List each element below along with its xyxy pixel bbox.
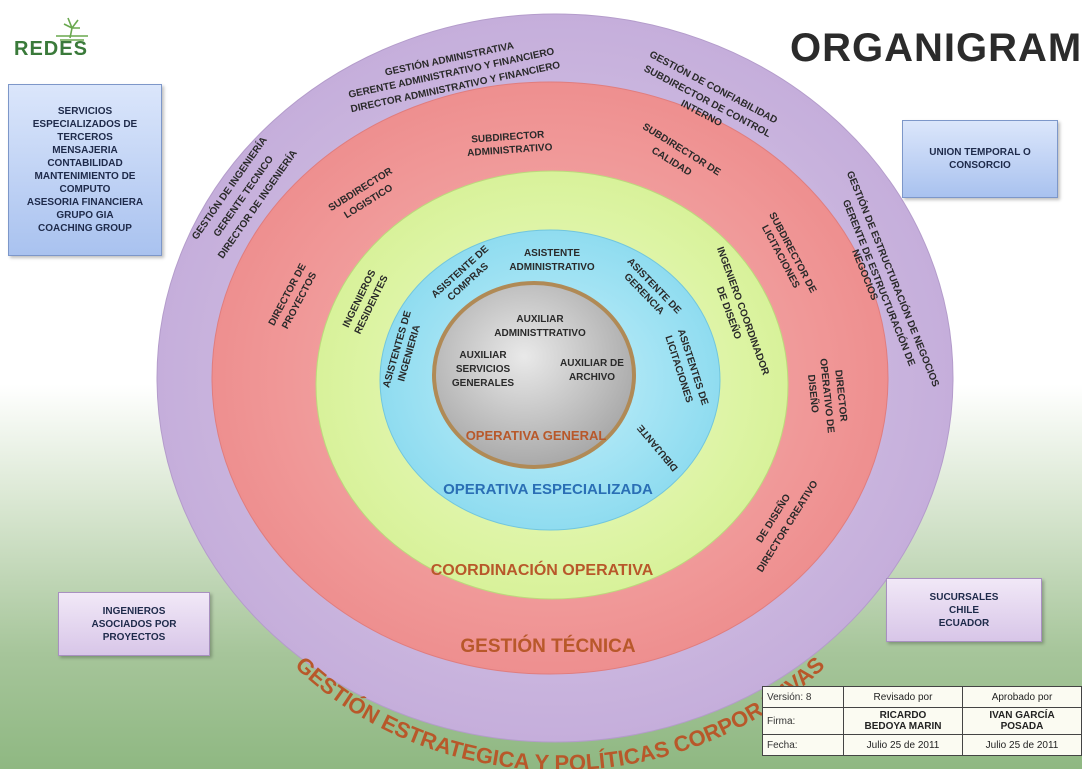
ring-label-especializada: OPERATIVA ESPECIALIZADA (443, 481, 653, 498)
svg-text:ADMINISTTRATIVO: ADMINISTTRATIVO (494, 328, 586, 339)
svg-text:GENERALES: GENERALES (452, 378, 515, 389)
auxiliar-servicios-label: AUXILIAR SERVICIOS GENERALES (452, 350, 515, 389)
union-temporal-box: UNION TEMPORAL O CONSORCIO (902, 120, 1058, 198)
aprobado-name: IVAN GARCÍA POSADA (962, 707, 1082, 735)
revisado-name: RICARDO BEDOYA MARIN (843, 707, 963, 735)
aprobado-header: Aprobado por (962, 686, 1082, 708)
svg-text:AUXILIAR: AUXILIAR (459, 350, 507, 361)
sig-row-header: Versión: 8 Revisado por Aprobado por (762, 686, 1082, 708)
revisado-fecha: Julio 25 de 2011 (843, 734, 963, 756)
page-title: ORGANIGRAMA (790, 26, 1082, 70)
version-cell: Versión: 8 (762, 686, 844, 708)
svg-text:AUXILIAR: AUXILIAR (516, 314, 564, 325)
svg-text:ASISTENTE: ASISTENTE (524, 248, 580, 259)
logo-text: REDES (14, 38, 88, 60)
redes-logo (56, 17, 88, 41)
servicios-box: SERVICIOS ESPECIALIZADOS DE TERCEROS MEN… (8, 84, 162, 256)
sig-row-firma: Firma: RICARDO BEDOYA MARIN IVAN GARCÍA … (762, 707, 1082, 735)
svg-text:SUBDIRECTOR: SUBDIRECTOR (471, 129, 546, 145)
svg-text:ARCHIVO: ARCHIVO (569, 372, 615, 383)
sucursales-box: SUCURSALES CHILE ECUADOR (886, 578, 1042, 642)
ring-label-coordinacion: COORDINACIÓN OPERATIVA (431, 560, 654, 579)
svg-text:AUXILIAR DE: AUXILIAR DE (560, 358, 624, 369)
ring-label-tecnica: GESTIÓN TÉCNICA (460, 635, 636, 657)
asistente-administrativo-label: ASISTENTE ADMINISTRATIVO (509, 248, 595, 273)
ring-label-general: OPERATIVA GENERAL (466, 428, 607, 443)
auxiliar-administrativo-label: AUXILIAR ADMINISTTRATIVO (494, 314, 586, 339)
svg-text:ADMINISTRATIVO: ADMINISTRATIVO (509, 262, 595, 273)
svg-text:DIRECTOR: DIRECTOR (832, 369, 848, 423)
sig-row-fecha: Fecha: Julio 25 de 2011 Julio 25 de 2011 (762, 734, 1082, 756)
firma-label: Firma: (762, 707, 844, 735)
fecha-label: Fecha: (762, 734, 844, 756)
ingenieros-asociados-box: INGENIEROS ASOCIADOS POR PROYECTOS (58, 592, 210, 656)
operativa-general-disc (432, 281, 636, 469)
signature-table: Versión: 8 Revisado por Aprobado por Fir… (762, 686, 1082, 756)
svg-text:DISEÑO: DISEÑO (805, 374, 822, 414)
auxiliar-archivo-label: AUXILIAR DE ARCHIVO (560, 358, 624, 383)
revisado-header: Revisado por (843, 686, 963, 708)
svg-text:SERVICIOS: SERVICIOS (456, 364, 511, 375)
aprobado-fecha: Julio 25 de 2011 (962, 734, 1082, 756)
